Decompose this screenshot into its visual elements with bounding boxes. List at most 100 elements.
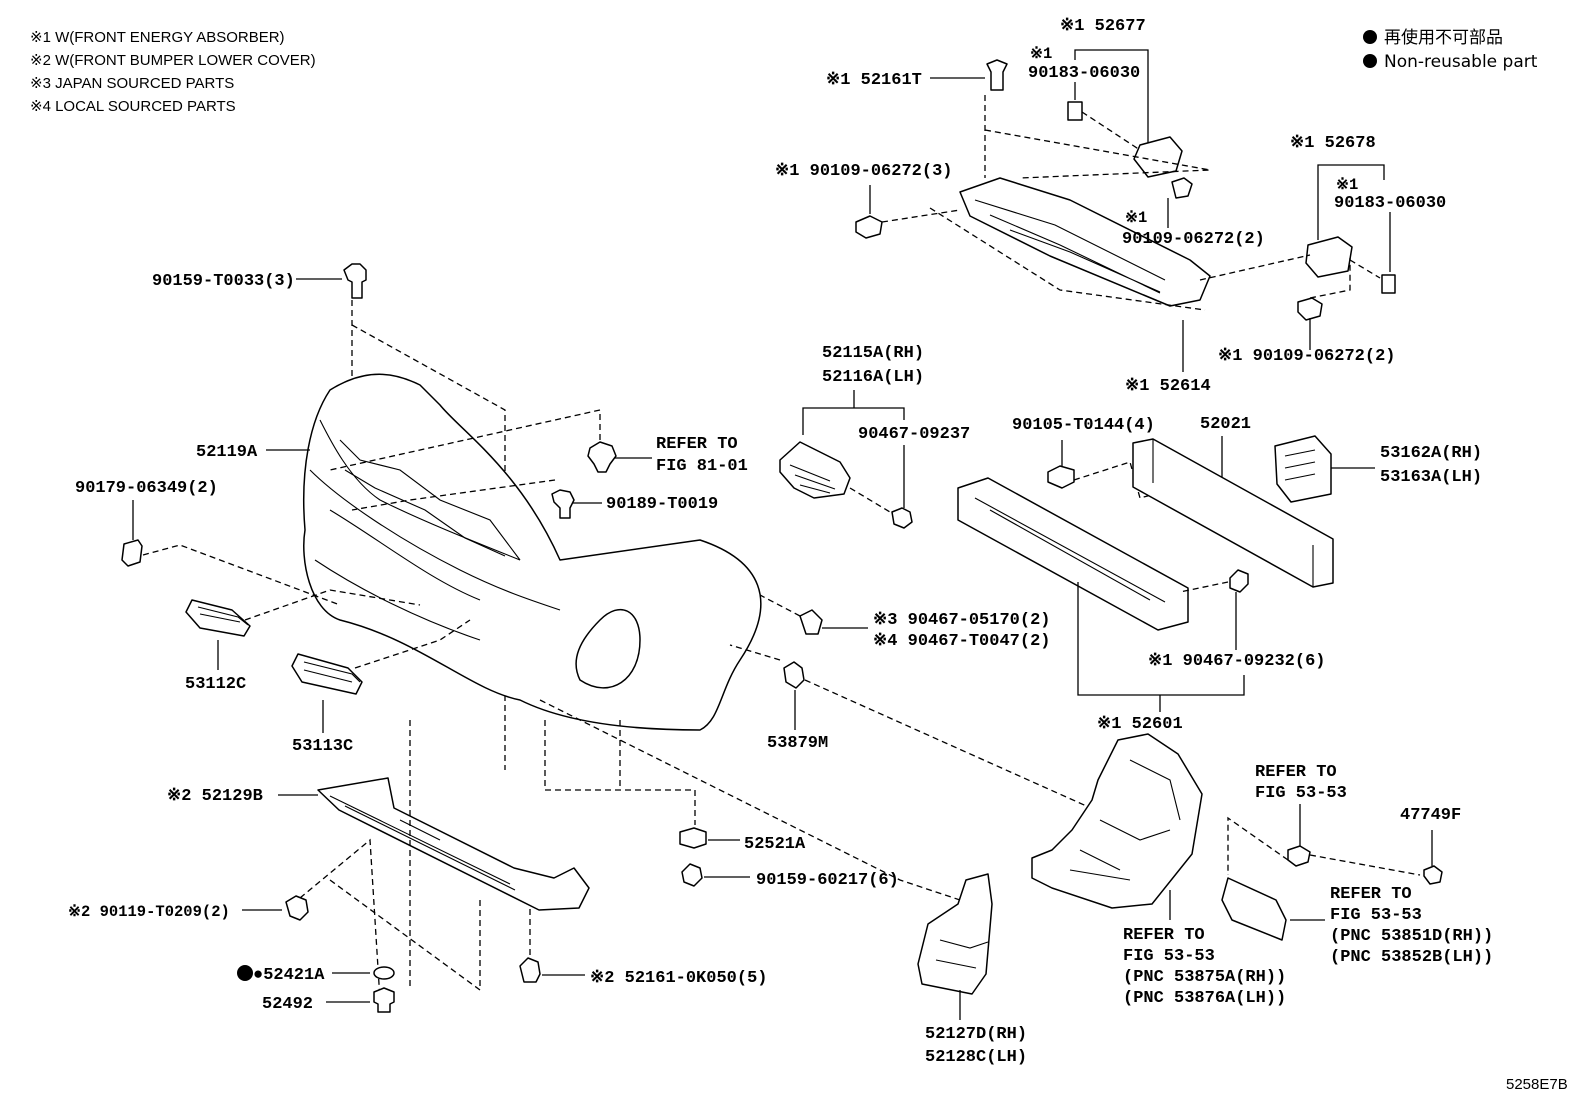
dash-53879M-a xyxy=(729,644,781,661)
dash-90179 xyxy=(142,544,341,606)
bracket-52115A-lines xyxy=(789,464,836,494)
dash-refer-5353-a xyxy=(1227,816,1289,875)
clip-nut-90183-a xyxy=(1067,101,1083,121)
label-52161T[interactable]: ※1 52161T xyxy=(826,71,922,90)
non-reusable-bullet-icon xyxy=(1363,54,1377,68)
label-90183-b[interactable]: 90183-06030 xyxy=(1334,194,1446,213)
screw-refer-5353-a xyxy=(1287,845,1311,867)
notes-block: ※1 W(FRONT ENERGY ABSORBER) ※2 W(FRONT B… xyxy=(30,29,316,115)
label-90189[interactable]: 90189-T0019 xyxy=(606,495,718,514)
label-90467-T0047[interactable]: ※4 90467-T0047(2) xyxy=(873,632,1050,651)
label-90467-09237[interactable]: 90467-09237 xyxy=(858,425,970,444)
label-52492[interactable]: 52492 xyxy=(262,995,313,1014)
label-53163A[interactable]: 53163A(LH) xyxy=(1380,468,1482,487)
label-90183-a[interactable]: 90183-06030 xyxy=(1028,64,1140,83)
dash-52677 xyxy=(984,129,1211,179)
label-53162A[interactable]: 53162A(RH) xyxy=(1380,444,1482,463)
label-90119[interactable]: ※2 90119-T0209(2) xyxy=(68,903,230,921)
label-90179[interactable]: 90179-06349(2) xyxy=(75,479,218,498)
label-refer-81-2[interactable]: FIG 81-01 xyxy=(656,457,748,476)
non-reusable-bullet-icon xyxy=(237,965,253,981)
label-52677[interactable]: ※1 52677 xyxy=(1060,17,1146,36)
label-90159-60217[interactable]: 90159-60217(6) xyxy=(756,871,899,890)
label-52521A[interactable]: 52521A xyxy=(744,835,806,854)
bolt-90159-T0033 xyxy=(343,263,367,299)
bumper-cover-group: 52119A REFER TO FIG 81-01 90189-T0019 90… xyxy=(75,373,1141,831)
mud-flap-52127D xyxy=(917,873,993,995)
label-refer-81-1[interactable]: REFER TO xyxy=(656,435,738,454)
label-refer-5353-c-2[interactable]: FIG 53-53 xyxy=(1123,947,1215,966)
label-90467-05170[interactable]: ※3 90467-05170(2) xyxy=(873,611,1050,630)
label-52129B[interactable]: ※2 52129B xyxy=(167,787,263,806)
label-90105[interactable]: 90105-T0144(4) xyxy=(1012,416,1155,435)
dash-absorber xyxy=(929,207,1206,311)
leader-52678 xyxy=(1317,164,1385,240)
bracket-52678 xyxy=(1305,236,1353,278)
label-52115A[interactable]: 52115A(RH) xyxy=(822,344,924,363)
label-90467-09232[interactable]: ※1 90467-09232(6) xyxy=(1148,652,1325,671)
bolt-90159-60217 xyxy=(681,863,703,887)
reinforcement-group: 90105-T0144(4) 52021 53162A(RH) 53163A(L… xyxy=(957,415,1482,734)
label-90109-c[interactable]: ※1 90109-06272(2) xyxy=(1218,347,1395,366)
label-refer-5353-c-3: (PNC 53875A(RH)) xyxy=(1123,968,1286,987)
label-53879M[interactable]: 53879M xyxy=(767,734,828,753)
lower-cover-52129B xyxy=(317,777,590,911)
garnish-53113C-lines xyxy=(303,661,361,683)
clip-90467-05170 xyxy=(799,609,823,635)
lower-cover-lines xyxy=(329,795,516,891)
dash-refer-81 xyxy=(329,409,601,471)
label-refer-5353-c-1[interactable]: REFER TO xyxy=(1123,926,1205,945)
label-52421A[interactable]: ●52421A xyxy=(253,966,325,985)
label-90109-a[interactable]: ※1 90109-06272(3) xyxy=(775,162,952,181)
dash-90183-a xyxy=(1081,111,1141,151)
label-refer-5353-b-2[interactable]: FIG 53-53 xyxy=(1330,906,1422,925)
label-52601[interactable]: ※1 52601 xyxy=(1097,715,1183,734)
label-90109-b[interactable]: 90109-06272(2) xyxy=(1122,230,1265,249)
dash-90467-09232 xyxy=(1179,581,1229,593)
dash-52678 xyxy=(1199,254,1311,281)
label-refer-5353-b-1[interactable]: REFER TO xyxy=(1330,885,1412,904)
leader-52601 xyxy=(1077,582,1245,696)
clip-90189 xyxy=(551,489,575,519)
reinforcement-52601 xyxy=(957,477,1189,631)
bracket-52115A xyxy=(779,441,851,499)
label-52678[interactable]: ※1 52678 xyxy=(1290,134,1376,153)
label-53113C[interactable]: 53113C xyxy=(292,737,353,756)
dash-53112C xyxy=(244,589,421,621)
dash-90109-a xyxy=(881,209,961,223)
label-52614[interactable]: ※1 52614 xyxy=(1125,377,1211,396)
reinforcement-52601-lines xyxy=(974,497,1166,603)
label-90159-T0033[interactable]: 90159-T0033(3) xyxy=(152,272,295,291)
label-refer-5353-a-1[interactable]: REFER TO xyxy=(1255,763,1337,782)
diagram-id: 5258E7B xyxy=(1506,1076,1568,1093)
label-52021[interactable]: 52021 xyxy=(1200,415,1251,434)
energy-absorber-52614 xyxy=(959,177,1211,307)
mud-flap-lines xyxy=(935,939,989,969)
dash-90467-09237 xyxy=(849,487,891,513)
label-47749F[interactable]: 47749F xyxy=(1400,806,1461,825)
label-refer-5353-a-2[interactable]: FIG 53-53 xyxy=(1255,784,1347,803)
note-2: ※2 W(FRONT BUMPER LOWER COVER) xyxy=(30,52,316,69)
retainer-53879M xyxy=(783,661,805,689)
non-reusable-bullet-icon xyxy=(1363,30,1377,44)
push-clip-52161T xyxy=(986,59,1008,91)
legend-jp: 再使用不可部品 xyxy=(1384,27,1503,48)
garnish-53113C xyxy=(291,653,363,695)
note-4: ※4 LOCAL SOURCED PARTS xyxy=(30,98,236,115)
label-52116A[interactable]: 52116A(LH) xyxy=(822,368,924,387)
splash-shield xyxy=(1221,877,1287,941)
note-3: ※3 JAPAN SOURCED PARTS xyxy=(30,75,234,92)
label-52161-0K050[interactable]: ※2 52161-0K050(5) xyxy=(590,969,767,988)
dash-90119-b xyxy=(329,879,481,992)
legend: 再使用不可部品 Non-reusable part xyxy=(1363,27,1538,72)
dash-53879M-b xyxy=(804,679,1141,831)
dash-53113C xyxy=(354,619,471,669)
mud-flap-group: 52127D(RH) 52128C(LH) xyxy=(917,873,1027,1067)
label-52127D[interactable]: 52127D(RH) xyxy=(925,1025,1027,1044)
label-52128C[interactable]: 52128C(LH) xyxy=(925,1048,1027,1067)
label-53112C[interactable]: 53112C xyxy=(185,675,246,694)
clip-52161-0K050 xyxy=(519,957,541,983)
side-support-group: 52115A(RH) 52116A(LH) 90467-09237 xyxy=(779,344,970,529)
label-52119A[interactable]: 52119A xyxy=(196,443,258,462)
dash-90467-05170 xyxy=(759,594,801,617)
